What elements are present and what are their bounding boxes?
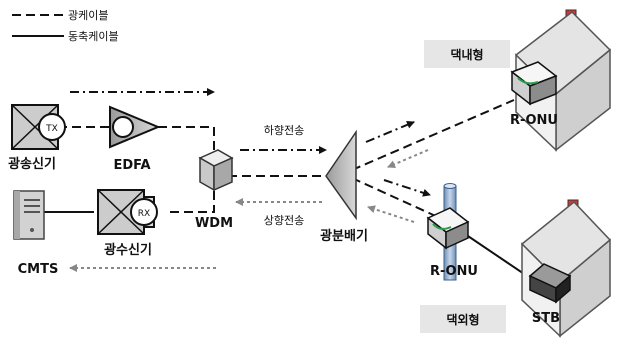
rx-wdm-fiber [170, 188, 215, 213]
outdoor-zone-label: 댁외형 [446, 312, 479, 327]
onu-indoor-label: R-ONU [510, 113, 558, 128]
edfa-circle [112, 116, 134, 138]
downstream-indoor-arrow [365, 121, 415, 143]
optical-receiver: RX 광수신기 [97, 189, 158, 258]
onu-outdoor-label: R-ONU [430, 264, 478, 279]
edfa: EDFA [109, 105, 161, 173]
upstream-label: 상향전송 [264, 214, 304, 227]
wdm-box [213, 156, 233, 192]
splitter-label: 광분배기 [320, 228, 368, 244]
legend: 광케이블 동축케이블 [12, 9, 119, 43]
onu-outdoor-device [426, 183, 470, 281]
flow-arrows [69, 88, 431, 272]
optical-transmitter-label: 광송신기 [8, 157, 56, 172]
stb-device [528, 263, 572, 304]
optical-splitter: 광분배기 [320, 129, 368, 244]
downstream-outdoor-arrow [383, 179, 431, 197]
wdm: WDM [195, 149, 234, 231]
optical-transmitter: TX 광송신기 [8, 104, 66, 172]
optical-receiver-circle [130, 198, 158, 226]
cmts: CMTS [13, 190, 59, 277]
wdm-label: WDM [195, 216, 233, 231]
upstream-indoor-arrow [387, 149, 429, 168]
outdoor-zone: 댁외형 [420, 305, 506, 333]
outdoor-zone-tag [420, 305, 506, 333]
rx-symbol: RX [138, 209, 150, 219]
indoor-zone-label: 댁내형 [450, 47, 483, 62]
edfa-label: EDFA [113, 158, 150, 173]
legend-coaxial-label: 동축케이블 [68, 30, 119, 43]
optical-receiver-label: 광수신기 [104, 243, 152, 258]
downstream-label: 하향전송 [264, 123, 304, 137]
legend-optical-label: 광케이블 [68, 9, 108, 22]
splitter-indoor-fiber [351, 99, 515, 171]
splitter-outdoor-fiber [351, 177, 441, 219]
tx-symbol: TX [45, 124, 58, 134]
upstream-outdoor-arrow [367, 205, 415, 223]
edfa-wdm-fiber [158, 126, 215, 152]
onu-indoor-device [510, 61, 558, 106]
splitter-shape [325, 129, 357, 221]
indoor-zone: 댁내형 [424, 40, 510, 68]
indoor-zone-tag [424, 40, 510, 68]
stb-label: STB [532, 311, 560, 326]
cmts-label: CMTS [18, 262, 59, 277]
optical-transmitter-circle [38, 113, 66, 141]
